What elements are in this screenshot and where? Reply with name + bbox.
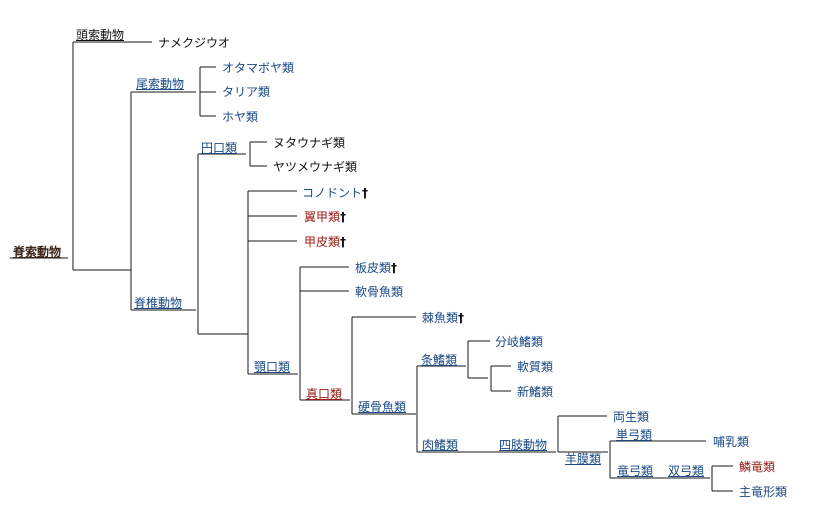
leaf-pteraspidomorphi[interactable]: 翼甲類† bbox=[304, 210, 347, 224]
node-actinopterygii[interactable]: 条鰭類 bbox=[421, 353, 458, 367]
leaf-chondrostei[interactable]: 軟質類 bbox=[517, 360, 554, 374]
leaf-amphioxus[interactable]: ナメクジウオ bbox=[158, 36, 231, 50]
leaf-thaliacea[interactable]: タリア類 bbox=[222, 85, 271, 99]
leaf-cephalaspidomorphi[interactable]: 甲皮類† bbox=[304, 235, 347, 249]
node-tetrapoda[interactable]: 四肢動物 bbox=[499, 438, 548, 452]
node-synapsida[interactable]: 単弓類 bbox=[616, 428, 653, 442]
node-urochordata[interactable]: 尾索動物 bbox=[136, 77, 185, 91]
leaf-cladistia[interactable]: 分岐鰭類 bbox=[495, 335, 544, 349]
node-sarcopterygii[interactable]: 肉鰭類 bbox=[422, 438, 459, 452]
node-osteichthyes[interactable]: 硬骨魚類 bbox=[358, 400, 407, 414]
leaf-placodermi[interactable]: 板皮類† bbox=[355, 261, 398, 275]
leaf-chondrichthyes[interactable]: 軟骨魚類 bbox=[355, 285, 404, 299]
node-gnathostomata[interactable]: 顎口類 bbox=[254, 360, 291, 374]
extinct-mark: † bbox=[391, 261, 398, 275]
leaf-conodont[interactable]: コノドント† bbox=[302, 186, 369, 200]
leaf-neopterygii[interactable]: 新鰭類 bbox=[517, 385, 554, 399]
node-diapsida[interactable]: 双弓類 bbox=[668, 464, 705, 478]
node-vertebrata[interactable]: 脊椎動物 bbox=[134, 296, 183, 310]
leaf-mammalia[interactable]: 哺乳類 bbox=[713, 435, 750, 449]
node-amniota[interactable]: 羊膜類 bbox=[565, 452, 602, 466]
leaf-amphibia[interactable]: 両生類 bbox=[613, 410, 650, 424]
leaf-archosauromorpha[interactable]: 主竜形類 bbox=[739, 485, 788, 499]
node-chordata[interactable]: 脊索動物 bbox=[13, 245, 62, 259]
node-reptiliomorpha[interactable]: 竜弓類 bbox=[617, 464, 654, 478]
leaf-hagfish[interactable]: ヌタウナギ類 bbox=[273, 136, 346, 150]
extinct-mark: † bbox=[340, 210, 347, 224]
leaf-lamprey[interactable]: ヤツメウナギ類 bbox=[273, 160, 358, 174]
leaf-acanthodii[interactable]: 棘魚類† bbox=[422, 311, 465, 325]
leaf-lepidosauria[interactable]: 鱗竜類 bbox=[739, 460, 776, 474]
node-cyclostomata[interactable]: 円口類 bbox=[201, 141, 238, 155]
leaf-appendicularia[interactable]: オタマボヤ類 bbox=[222, 61, 295, 75]
extinct-mark: † bbox=[340, 235, 347, 249]
node-cephalochordata[interactable]: 頭索動物 bbox=[76, 28, 125, 42]
extinct-mark: † bbox=[458, 311, 465, 325]
node-teleostomi[interactable]: 真口類 bbox=[306, 387, 343, 401]
extinct-mark: † bbox=[362, 186, 369, 200]
leaf-ascidiacea[interactable]: ホヤ類 bbox=[222, 110, 259, 124]
